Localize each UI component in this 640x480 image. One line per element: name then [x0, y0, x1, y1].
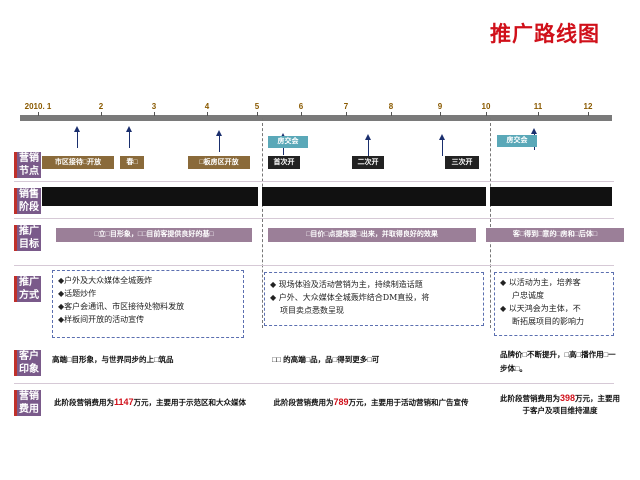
tick-label: 12 [583, 102, 593, 111]
tick-mark [346, 112, 347, 116]
cost-phase-1: 此阶段营销费用为1147万元，主要用于示范区和大众媒体 [53, 397, 247, 407]
tick-label: 5 [254, 102, 260, 111]
timeline-axis [20, 115, 612, 121]
methods-box-phase-3: ◆ 以活动为主，培养客 户忠诚度 ◆ 以天鸿会为主体，不 断拓展项目的影响力 [494, 272, 614, 336]
node-showroom-open: □板房区开放 [188, 156, 250, 169]
tick-label: 2010. 1 [24, 102, 52, 111]
row-label-goals: 推广 目标 [14, 225, 41, 251]
row-label-methods: 推广 方式 [14, 276, 41, 302]
tick-label: 7 [343, 102, 349, 111]
phase-divider [262, 118, 263, 328]
phase-tag-fair: 房交会 [497, 135, 537, 147]
node-third-opening: 三次开 [445, 156, 479, 169]
row-separator [14, 383, 614, 384]
up-arrow-icon [74, 126, 80, 148]
tick-label: 10 [481, 102, 491, 111]
tick-mark [538, 112, 539, 116]
method-item: ◆话题炒作 [58, 289, 97, 298]
row-separator [14, 181, 614, 182]
tick-mark [440, 112, 441, 116]
up-arrow-icon [365, 134, 371, 156]
node-city-reception-open: 市区接待□开放 [42, 156, 114, 169]
cost-amount: 398 [559, 393, 576, 403]
row-separator [14, 218, 614, 219]
cost-phase-2: 此阶段营销费用为789万元，主要用于活动营销和广告宣传 [273, 397, 469, 407]
methods-box-phase-1: ◆户外及大众媒体全城轰炸 ◆话题炒作 ◆客户会通讯、市区接待处物料发放 ◆样板间… [52, 270, 244, 338]
phase-divider [490, 118, 491, 328]
tick-label: 4 [204, 102, 210, 111]
sales-stage-bar [490, 187, 612, 206]
tick-label: 9 [437, 102, 443, 111]
goal-phase-2: □目价□点提炼提□出来，并取得良好的效果 [268, 228, 476, 242]
methods-box-phase-2: ◆ 现场体验及活动营销为主，持续制造话题 ◆ 户外、大众媒体全城轰炸结合DM直投… [264, 272, 484, 326]
sales-stage-bar [262, 187, 486, 206]
sales-stage-bar [42, 187, 258, 206]
cost-amount: 1147 [113, 397, 134, 407]
method-item: ◆户外及大众媒体全城轰炸 [58, 276, 153, 285]
row-label-nodes: 营销 节点 [14, 152, 41, 178]
tick-label: 2 [98, 102, 104, 111]
method-item: ◆客户会通讯、市区接待处物料发放 [58, 302, 185, 311]
goal-phase-1: □立□目形象，□□目前客提供良好的基□ [56, 228, 252, 242]
node-second-opening: 二次开 [352, 156, 384, 169]
tick-mark [301, 112, 302, 116]
method-item: ◆样板间开放的活动宣传 [58, 315, 145, 324]
tick-label: 6 [298, 102, 304, 111]
tick-mark [391, 112, 392, 116]
tick-mark [38, 112, 39, 116]
method-item: ◆ 现场体验及活动营销为主，持续制造话题 [270, 280, 423, 289]
impression-phase-3: 品牌价□不断提升，□高□播作用□一步体□。 [500, 350, 616, 373]
phase-tag-fair: 房交会 [268, 136, 308, 148]
tick-mark [101, 112, 102, 116]
tick-mark [257, 112, 258, 116]
method-item: 户忠诚度 [512, 291, 544, 300]
method-item: ◆ 以天鸿会为主体，不 [500, 304, 581, 313]
method-item: 断拓展项目的影响力 [512, 317, 584, 326]
cost-phase-3: 此阶段营销费用为398万元，主要用于客户及项目维持温度 [499, 393, 621, 415]
row-separator [14, 265, 614, 266]
cost-amount: 789 [333, 397, 349, 407]
tick-mark [588, 112, 589, 116]
page-title: 推广路线图 [490, 22, 600, 46]
row-label-sales: 销售 阶段 [14, 188, 41, 214]
row-label-impression: 客户 印象 [14, 350, 41, 376]
tick-mark [154, 112, 155, 116]
row-label-cost: 营销 费用 [14, 390, 41, 416]
up-arrow-icon [216, 130, 222, 152]
tick-label: 3 [151, 102, 157, 111]
tick-label: 8 [388, 102, 394, 111]
node-first-opening: 首次开 [268, 156, 300, 169]
up-arrow-icon [439, 134, 445, 156]
impression-phase-1: 高端□目形象，与世界同步的上□筑品 [52, 355, 174, 364]
node-spring: 春□ [120, 156, 144, 169]
method-item: ◆ 户外、大众媒体全城轰炸结合DM直投，将 [270, 293, 430, 302]
goal-phase-3: 客□得到□意的□房和□后体□ [486, 228, 624, 242]
impression-phase-2: □□ 的高端□品，品□得到更多□可 [272, 355, 380, 364]
tick-label: 11 [533, 102, 543, 111]
method-item: ◆ 以活动为主，培养客 [500, 278, 581, 287]
tick-mark [207, 112, 208, 116]
method-item: 项目卖点悉数呈现 [280, 306, 344, 315]
up-arrow-icon [126, 126, 132, 148]
tick-mark [486, 112, 487, 116]
